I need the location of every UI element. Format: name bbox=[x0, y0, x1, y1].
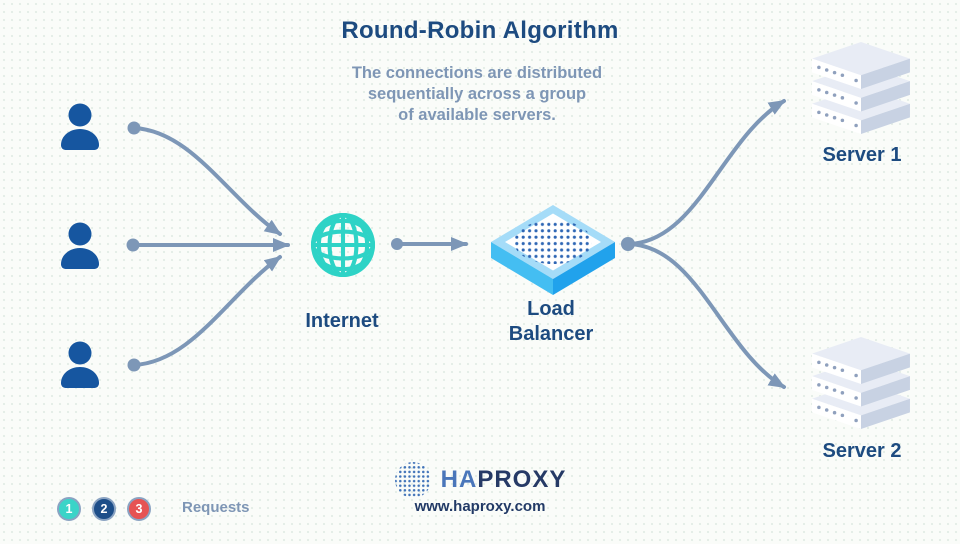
subtitle-line: of available servers. bbox=[398, 106, 556, 124]
load-balancer-label: Load Balancer bbox=[481, 297, 621, 347]
website-url: www.haproxy.com bbox=[414, 498, 546, 515]
request-badge-3: 3 bbox=[127, 497, 151, 521]
page-subtitle: The connections are distributed sequenti… bbox=[0, 63, 954, 126]
arrow-loadbalancer-to-server2 bbox=[626, 242, 786, 389]
load-balancer-box-icon bbox=[491, 205, 615, 295]
subtitle-line: The connections are distributed bbox=[351, 64, 603, 82]
server-stack-icon bbox=[812, 42, 910, 135]
connector-dot bbox=[621, 237, 635, 251]
arrow-loadbalancer-to-server1 bbox=[626, 99, 786, 246]
user-icon bbox=[61, 222, 99, 269]
arrow-user1-to-internet bbox=[132, 126, 282, 236]
user-icon bbox=[61, 341, 99, 388]
requests-legend: 1 2 3 bbox=[57, 497, 162, 521]
haproxy-wordmark: HAPROXY bbox=[441, 466, 567, 494]
internet-label: Internet bbox=[305, 310, 379, 332]
connector-dot bbox=[127, 121, 141, 135]
connector-dot bbox=[127, 358, 141, 372]
arrow-user3-to-internet bbox=[132, 255, 282, 367]
brand-proxy-text: PROXY bbox=[477, 466, 567, 493]
globe-icon bbox=[310, 212, 376, 278]
connector-dot bbox=[391, 238, 403, 250]
legend-label: Requests bbox=[182, 499, 250, 516]
load-balancer-label-line: Balancer bbox=[508, 323, 594, 345]
page-title: Round-Robin Algorithm bbox=[341, 17, 619, 44]
request-badge-1: 1 bbox=[57, 497, 81, 521]
server2-label: Server 2 bbox=[822, 440, 902, 462]
user-icon bbox=[61, 103, 99, 150]
server-stack-icon bbox=[812, 337, 910, 430]
haproxy-dotted-sphere-icon bbox=[394, 462, 431, 498]
connector-dot bbox=[126, 238, 140, 252]
server1-label: Server 1 bbox=[822, 144, 902, 166]
brand-ha-text: HA bbox=[440, 466, 478, 493]
load-balancer-label-line: Load bbox=[527, 298, 575, 320]
haproxy-logo: HAPROXY bbox=[0, 461, 960, 499]
subtitle-line: sequentially across a group bbox=[367, 85, 587, 103]
request-badge-2: 2 bbox=[92, 497, 116, 521]
